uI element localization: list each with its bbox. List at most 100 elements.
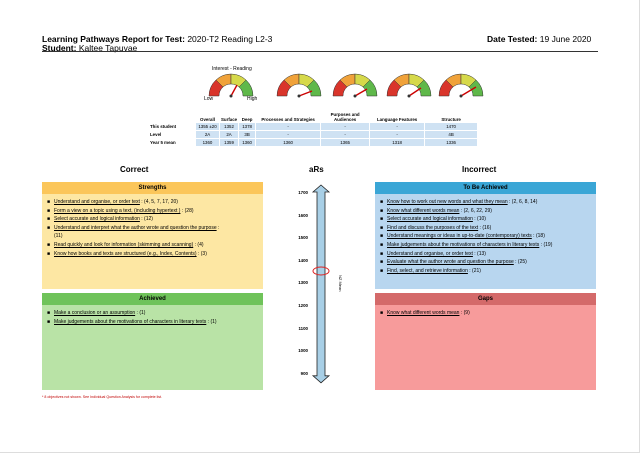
high-label: High [247, 96, 258, 102]
student-line: Student: Kaltee Tapuvae [42, 43, 137, 53]
achieved-list: ■Make a conclusion or an assumption : (1… [47, 309, 260, 326]
to-be-achieved-title: To Be Achieved [375, 182, 596, 194]
objective-link[interactable]: Find, select, and retrieve information [387, 267, 468, 274]
question-numbers: : (1) [135, 310, 146, 316]
cell: 1470 [425, 123, 478, 130]
col-overall: Overall [200, 117, 215, 122]
question-numbers: : (4) [193, 241, 204, 248]
objective-link[interactable]: Understand meanings or ideas in up-to-da… [387, 233, 532, 240]
ars-tick-label: 1700 [298, 190, 308, 195]
objective-link[interactable]: Form a view on a topic using a text, (in… [54, 207, 181, 214]
cell: - [321, 131, 370, 138]
cell: - [370, 131, 425, 138]
cell: - [321, 123, 370, 130]
row-label: This student [150, 124, 177, 129]
objective-link[interactable]: Make judgements about the motivations of… [54, 318, 207, 325]
objective-link[interactable]: Know what different words mean [387, 310, 460, 316]
list-item: ■Find, select, and retrieve information … [380, 267, 593, 276]
ars-tick-label: 1400 [298, 257, 308, 263]
cell: - [370, 123, 425, 130]
ars-tick-label: 1100 [298, 325, 308, 331]
list-item-continued: (11) [47, 232, 260, 241]
list-item: ■Understand and organise, or order text … [47, 198, 260, 207]
to-be-achieved-list: ■Know how to work out new words and what… [380, 198, 593, 275]
question-numbers: : (25) [513, 259, 527, 266]
question-numbers: : (3) [196, 250, 207, 257]
objective-link[interactable]: Know how to work out new words and what … [387, 199, 508, 205]
date-label: Date Tested: [487, 34, 538, 44]
table-row: Level 2A 2A 3B - - - 4B [149, 131, 478, 138]
list-item: ■Know what different words mean : (2, 6,… [380, 207, 593, 216]
achieved-box: Achieved ■Make a conclusion or an assump… [42, 293, 263, 390]
scores-header-row: Overall Surface Deep Processes and Strat… [149, 107, 477, 122]
col-surface: Surface [221, 117, 238, 122]
objective-link[interactable]: Understand and organise, or order text [54, 199, 140, 205]
cell: 1360 [256, 139, 321, 146]
objective-link[interactable]: Select accurate and logical information [387, 216, 473, 223]
objective-link[interactable]: Understand and interpret what the author… [54, 224, 217, 231]
cell: 1336 [425, 139, 478, 146]
gauge-interest-reading [208, 73, 254, 98]
objective-link[interactable]: Know what different words mean [387, 207, 460, 214]
strengths-list: ■Understand and organise, or order text … [47, 198, 260, 258]
question-numbers: : (2, 6, 22, 29) [459, 207, 492, 214]
question-numbers: : (1) [206, 318, 217, 325]
list-item: ■Find and discuss the purposes of the te… [380, 224, 593, 233]
bullet-icon: ■ [380, 216, 384, 223]
ars-tick-label: 1200 [298, 303, 308, 308]
gaps-box: Gaps ■Know what different words mean : (… [375, 293, 596, 390]
to-be-achieved-box: To Be Achieved ■Know how to work out new… [375, 182, 596, 289]
list-item: ■Know what different words mean : (9) [380, 309, 593, 318]
cell: 2A [220, 131, 239, 138]
question-numbers: : [216, 224, 220, 231]
list-item: ■Select accurate and logical information… [380, 215, 593, 224]
list-item: ■Make judgements about the motivations o… [47, 318, 260, 327]
to-be-achieved-body: ■Know how to work out new words and what… [375, 194, 596, 289]
ars-tick-label: 1500 [298, 235, 308, 241]
cell: 2A [196, 131, 219, 138]
objective-link[interactable]: Find and discuss the purposes of the tex… [387, 224, 479, 231]
strengths-box: Strengths ■Understand and organise, or o… [42, 182, 263, 289]
question-numbers: : (4, 5, 7, 17, 20) [139, 199, 178, 205]
col-structure: Structure [441, 117, 461, 122]
ars-arrow-body [311, 184, 331, 384]
list-item: ■Make a conclusion or an assumption : (1… [47, 309, 260, 318]
objective-link[interactable]: Understand and organise, or order text [387, 250, 473, 257]
bullet-icon: ■ [380, 259, 384, 266]
gauge-4 [386, 73, 432, 98]
objective-link[interactable]: Know how books and texts are structured … [54, 250, 197, 257]
gauge-3 [332, 73, 378, 98]
objective-link[interactable]: Read quickly and look for information (s… [54, 241, 194, 248]
bullet-icon: ■ [380, 267, 384, 274]
header-divider [42, 51, 598, 52]
bullet-icon: ■ [47, 318, 51, 325]
bullet-icon: ■ [380, 233, 384, 240]
objective-link[interactable]: Evaluate what the author wrote and quest… [387, 259, 514, 266]
list-item: ■Form a view on a topic using a text, (i… [47, 207, 260, 216]
cell: 3B [239, 131, 256, 138]
objective-link[interactable]: Make judgements about the motivations of… [387, 241, 540, 248]
cell: - [256, 123, 321, 130]
list-item: ■Know how to work out new words and what… [380, 198, 593, 207]
bullet-icon: ■ [47, 224, 51, 231]
achieved-body: ■Make a conclusion or an assumption : (1… [42, 305, 263, 390]
row-label: Level [150, 132, 162, 137]
objective-link[interactable]: Select accurate and logical information [54, 216, 140, 223]
objective-link[interactable]: Make a conclusion or an assumption [54, 310, 136, 316]
list-item: ■Read quickly and look for information (… [47, 241, 260, 250]
bullet-icon: ■ [380, 199, 384, 205]
col-processes: Processes and Strategies [261, 117, 315, 122]
gauge-2 [276, 73, 322, 98]
ars-tick-label: 1300 [298, 280, 308, 286]
question-numbers: : (2, 6, 8, 14) [507, 199, 538, 205]
correct-heading: Correct [120, 165, 149, 174]
question-numbers: : (9) [459, 310, 470, 316]
ars-tick-label: 1600 [298, 212, 308, 218]
ars-heading: aRs [309, 165, 324, 174]
cell: 1352 [220, 123, 239, 130]
footnote: * 8 objectives not shown. See Individual… [42, 395, 163, 399]
date-value: 19 June 2020 [539, 34, 592, 44]
gaps-title: Gaps [375, 293, 596, 305]
col-language: Language Features [376, 117, 418, 122]
cell: 1360 [239, 139, 256, 146]
